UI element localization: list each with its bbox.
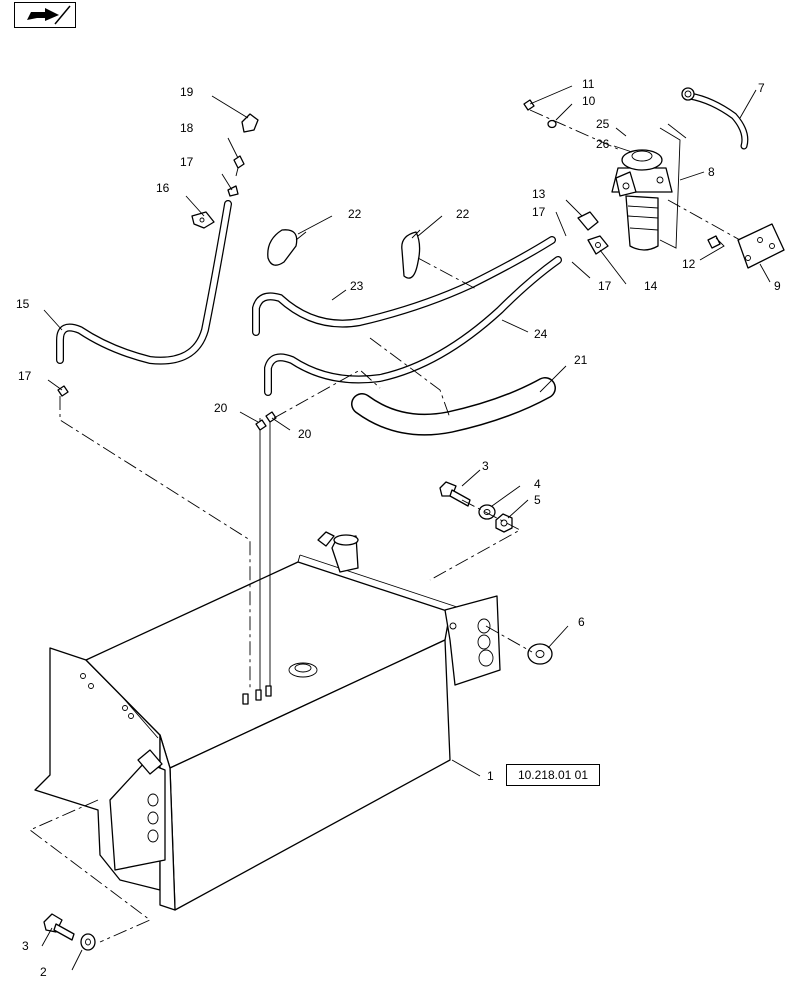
hose-21 — [351, 377, 556, 436]
reference-link-box[interactable]: 10.218.01 01 — [506, 764, 600, 786]
callout-3-lower: 3 — [22, 939, 29, 953]
bolt-12 — [707, 235, 721, 249]
callout-5: 5 — [534, 493, 541, 507]
washer-4 — [478, 504, 496, 520]
callout-10: 10 — [582, 94, 596, 108]
next-page-button[interactable] — [14, 2, 76, 28]
callout-25: 25 — [596, 117, 610, 131]
callout-21: 21 — [574, 353, 588, 367]
clamp-16 — [191, 211, 215, 229]
hose-24 — [264, 256, 562, 396]
callout-26: 26 — [596, 137, 610, 151]
bolt-lower — [43, 913, 75, 941]
fitting-13 — [577, 211, 599, 231]
callout-1: 1 — [487, 769, 494, 783]
callout-6: 6 — [578, 615, 585, 629]
callout-24: 24 — [534, 327, 548, 341]
callout-2: 2 — [40, 965, 47, 979]
callout-8: 8 — [708, 165, 715, 179]
fuel-filter-assembly — [611, 123, 687, 251]
callout-14: 14 — [644, 279, 658, 293]
callout-17-upper: 17 — [180, 155, 194, 169]
callout-3-upper: 3 — [482, 459, 489, 473]
callout-20-left: 20 — [214, 401, 228, 415]
callout-11: 11 — [582, 77, 595, 91]
fitting-19 — [241, 113, 259, 133]
callout-18: 18 — [180, 121, 194, 135]
clamp-22-right — [401, 229, 421, 279]
fitting-14 — [587, 235, 609, 255]
callout-12: 12 — [682, 257, 696, 271]
clip-17-upper — [227, 185, 239, 197]
clamp-22-left — [267, 229, 307, 266]
leader-lines — [41, 85, 771, 971]
callout-22-right: 22 — [456, 207, 470, 221]
callout-17-filter-upper: 17 — [532, 205, 546, 219]
clip-17-lower — [57, 385, 69, 397]
callout-15: 15 — [16, 297, 30, 311]
callout-9: 9 — [774, 279, 781, 293]
washer-2 — [80, 933, 96, 951]
hose-15 — [56, 200, 232, 365]
callout-16: 16 — [156, 181, 170, 195]
callout-22-left: 22 — [348, 207, 362, 221]
fitting-18 — [233, 155, 245, 177]
bolt-upper — [439, 481, 471, 507]
callout-7: 7 — [758, 81, 765, 95]
washer-6 — [527, 643, 553, 665]
bolt-11 — [523, 99, 535, 111]
tube-lines-20 — [255, 411, 277, 690]
hose-7 — [681, 87, 749, 150]
callout-4: 4 — [534, 477, 541, 491]
callout-20-right: 20 — [298, 427, 312, 441]
callout-labels: 1 2 3 3 4 5 6 7 8 9 10 11 12 13 14 15 16… — [16, 77, 781, 979]
bracket-9 — [737, 223, 785, 269]
callout-17-left: 17 — [18, 369, 32, 383]
washer-10 — [547, 119, 557, 129]
callout-17-filter-lower: 17 — [598, 279, 612, 293]
callout-19: 19 — [180, 85, 194, 99]
callout-23: 23 — [350, 279, 364, 293]
fuel-tank — [34, 531, 501, 911]
hose-23 — [252, 236, 556, 336]
assembly-centerlines — [29, 109, 741, 943]
next-page-arrow-icon — [27, 5, 71, 25]
callout-13: 13 — [532, 187, 546, 201]
